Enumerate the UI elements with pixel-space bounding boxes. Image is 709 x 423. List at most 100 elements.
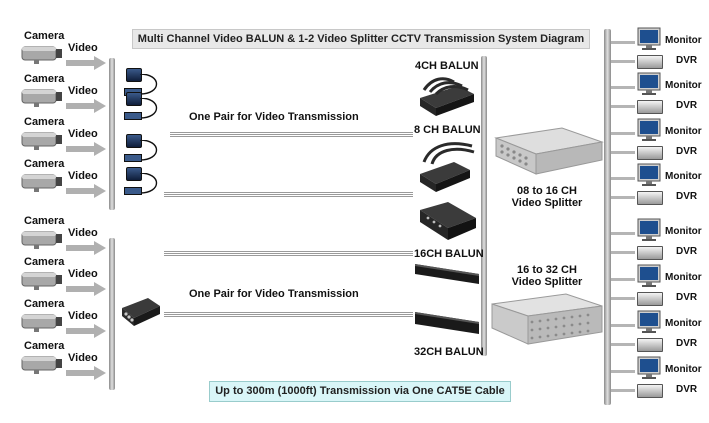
video-splitter-8-16-icon bbox=[492, 124, 604, 182]
output-connector bbox=[611, 60, 635, 63]
cable-plug bbox=[124, 112, 142, 120]
arrow-right-icon bbox=[66, 241, 106, 255]
monitor-icon bbox=[637, 310, 661, 334]
output-connector bbox=[611, 86, 635, 89]
cable-stub bbox=[401, 132, 413, 138]
video-balun-icon bbox=[126, 68, 142, 82]
monitor-label: Monitor bbox=[665, 272, 702, 283]
dvr-icon bbox=[637, 55, 663, 69]
camera-label: Camera bbox=[24, 73, 65, 85]
cable-stub bbox=[401, 192, 413, 198]
output-connector bbox=[611, 370, 635, 373]
monitor-label: Monitor bbox=[665, 171, 702, 182]
cable-stub bbox=[401, 312, 413, 318]
balun-32ch-label: 32CH BALUN bbox=[414, 346, 484, 358]
output-connector bbox=[611, 132, 635, 135]
output-connector bbox=[611, 232, 635, 235]
balun-cable bbox=[139, 73, 164, 96]
video-label: Video bbox=[68, 85, 98, 97]
balun-cable bbox=[139, 172, 164, 195]
splitter-8-16-line2: Video Splitter bbox=[511, 197, 583, 209]
video-splitter-16-32-icon bbox=[490, 292, 604, 348]
monitor-icon bbox=[637, 72, 661, 96]
cctv-camera-icon bbox=[20, 229, 64, 249]
video-balun-icon bbox=[126, 134, 142, 148]
camera-label: Camera bbox=[24, 158, 65, 170]
output-connector bbox=[611, 324, 635, 327]
dvr-label: DVR bbox=[676, 100, 698, 111]
monitor-label: Monitor bbox=[665, 318, 702, 329]
pair-label-top: One Pair for Video Transmission bbox=[189, 111, 359, 123]
dvr-label: DVR bbox=[676, 246, 698, 257]
dvr-label: DVR bbox=[676, 55, 698, 66]
dvr-icon bbox=[637, 384, 663, 398]
splitter-16-32-line1: 16 to 32 CH bbox=[517, 264, 577, 276]
dvr-icon bbox=[637, 246, 663, 260]
video-label: Video bbox=[68, 227, 98, 239]
balun-4ch-label: 4CH BALUN bbox=[415, 60, 479, 72]
monitor-label: Monitor bbox=[665, 126, 702, 137]
right-vertical-bar bbox=[604, 29, 611, 405]
splitter-8-16-label: 08 to 16 CH Video Splitter bbox=[509, 185, 585, 209]
output-connector bbox=[611, 177, 635, 180]
monitor-icon bbox=[637, 218, 661, 242]
dvr-label: DVR bbox=[676, 384, 698, 395]
cctv-camera-icon bbox=[20, 44, 64, 64]
camera-label: Camera bbox=[24, 30, 65, 42]
video-balun-32ch-panel-icon bbox=[413, 308, 481, 338]
camera-label: Camera bbox=[24, 116, 65, 128]
video-balun-4ch-icon bbox=[414, 72, 478, 120]
balun-16ch-label: 16CH BALUN bbox=[414, 248, 484, 260]
output-connector bbox=[611, 41, 635, 44]
monitor-icon bbox=[637, 163, 661, 187]
monitor-label: Monitor bbox=[665, 80, 702, 91]
splitter-8-16-line1: 08 to 16 CH bbox=[517, 185, 577, 197]
monitor-label: Monitor bbox=[665, 35, 702, 46]
left-vertical-bar-top bbox=[109, 58, 115, 210]
arrow-right-icon bbox=[66, 56, 106, 70]
arrow-right-icon bbox=[66, 324, 106, 338]
arrow-right-icon bbox=[66, 142, 106, 156]
dvr-icon bbox=[637, 146, 663, 160]
twisted-pair-cable bbox=[164, 192, 405, 198]
monitor-icon bbox=[637, 118, 661, 142]
dvr-icon bbox=[637, 191, 663, 205]
monitor-label: Monitor bbox=[665, 226, 702, 237]
diagram-footer: Up to 300m (1000ft) Transmission via One… bbox=[209, 381, 511, 402]
dvr-icon bbox=[637, 338, 663, 352]
splitter-16-32-label: 16 to 32 CH Video Splitter bbox=[509, 264, 585, 288]
video-balun-icon bbox=[126, 167, 142, 181]
cctv-camera-icon bbox=[20, 270, 64, 290]
output-connector bbox=[611, 196, 635, 199]
twisted-pair-cable bbox=[164, 251, 405, 257]
output-connector bbox=[611, 105, 635, 108]
cctv-camera-icon bbox=[20, 312, 64, 332]
video-balun-icon bbox=[118, 294, 162, 330]
twisted-pair-cable bbox=[170, 132, 405, 138]
balun-8ch-label: 8 CH BALUN bbox=[414, 124, 481, 136]
arrow-right-icon bbox=[66, 99, 106, 113]
output-connector bbox=[611, 278, 635, 281]
middle-vertical-bar bbox=[481, 56, 487, 356]
arrow-right-icon bbox=[66, 366, 106, 380]
video-balun-8ch-icon bbox=[414, 138, 478, 192]
cctv-camera-icon bbox=[20, 172, 64, 192]
monitor-icon bbox=[637, 27, 661, 51]
camera-label: Camera bbox=[24, 256, 65, 268]
video-balun-icon bbox=[126, 92, 142, 106]
video-label: Video bbox=[68, 310, 98, 322]
dvr-icon bbox=[637, 292, 663, 306]
monitor-icon bbox=[637, 264, 661, 288]
camera-label: Camera bbox=[24, 298, 65, 310]
video-label: Video bbox=[68, 268, 98, 280]
video-balun-32ch-rack-icon bbox=[413, 262, 481, 286]
twisted-pair-cable bbox=[164, 312, 405, 318]
dvr-label: DVR bbox=[676, 146, 698, 157]
balun-cable bbox=[139, 97, 164, 120]
cctv-camera-icon bbox=[20, 87, 64, 107]
cable-stub bbox=[401, 251, 413, 257]
camera-label: Camera bbox=[24, 340, 65, 352]
splitter-16-32-line2: Video Splitter bbox=[511, 276, 583, 288]
video-balun-16ch-icon bbox=[418, 200, 478, 242]
cctv-camera-icon bbox=[20, 354, 64, 374]
